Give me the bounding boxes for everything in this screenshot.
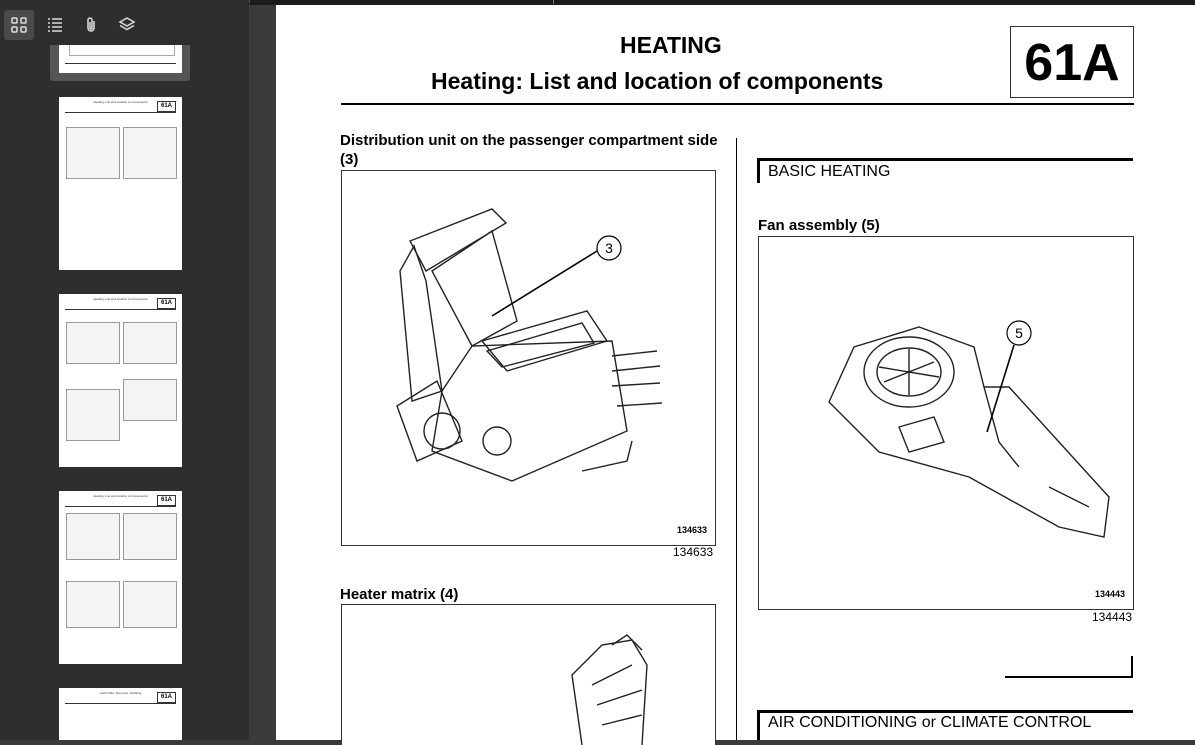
thumbnail-rule	[65, 112, 176, 113]
thumbnail-image	[66, 127, 120, 179]
callout-label-5: 5	[1015, 325, 1023, 341]
grid-icon	[11, 17, 27, 33]
thumbnail-title: Heating: List and location of components	[93, 100, 148, 104]
callout-label-3: 3	[605, 240, 613, 256]
thumbnail-image	[123, 322, 177, 364]
section-code-box: 61A	[1010, 26, 1134, 98]
thumbnail-image	[123, 127, 177, 179]
thumbnail-rule	[65, 309, 176, 310]
band-heading-air-conditioning: AIR CONDITIONING or CLIMATE CONTROL	[768, 714, 1092, 731]
thumbnails-button[interactable]	[4, 10, 34, 40]
fan-assembly-drawing: 5	[828, 320, 1110, 538]
callout-leader-line	[491, 250, 598, 317]
band-rule-top	[757, 710, 1133, 713]
thumbnail-page[interactable]: Heating: List and location of components…	[59, 491, 182, 664]
sidebar-toolbar	[0, 5, 249, 45]
layers-icon	[118, 17, 136, 31]
thumbnail-page[interactable]: Heating: List and location of components…	[59, 294, 182, 467]
thumbnail-image	[123, 513, 177, 560]
thumbnail-title: Cabin filter: Removal - Refitting	[99, 691, 142, 695]
band-rule-top	[757, 158, 1133, 161]
viewer-gutter	[249, 5, 276, 740]
thumbnail-code: 61A	[157, 101, 176, 112]
thumbnail-title: Heating: List and location of components	[93, 494, 148, 498]
thumbnail-image	[66, 322, 120, 364]
outline-button[interactable]	[40, 10, 70, 40]
thumbnail-rule	[65, 703, 176, 704]
thumbnail-image	[69, 45, 175, 56]
callout-leader-line	[986, 344, 1015, 433]
callout-circle	[1006, 320, 1032, 346]
paperclip-icon	[87, 17, 95, 32]
band-heading-basic-heating: BASIC HEATING	[768, 163, 891, 180]
section-heading-heater-matrix: Heater matrix (4)	[340, 586, 459, 603]
figure-inner-number: 134443	[1095, 589, 1126, 599]
figure-number: 134633	[673, 545, 714, 559]
band-rule-left	[757, 158, 760, 183]
list-icon	[48, 18, 62, 32]
column-divider	[736, 138, 737, 740]
thumbnail-rule	[65, 506, 176, 507]
callout-circle	[596, 235, 622, 261]
section-heading-fan-assembly: Fan assembly (5)	[758, 217, 880, 234]
page-subtitle: Heating: List and location of components	[431, 68, 884, 94]
thumbnail-title: Heating: List and location of components	[93, 297, 148, 301]
thumbnail-rule	[65, 63, 176, 64]
thumbnail-page[interactable]: Heating: List and location of components…	[59, 97, 182, 270]
layers-button[interactable]	[112, 10, 142, 40]
thumbnail-current[interactable]	[59, 45, 182, 73]
section-heading-distribution-unit: Distribution unit on the passenger compa…	[340, 132, 718, 168]
thumbnail-page[interactable]: Cabin filter: Removal - Refitting 61A	[59, 688, 182, 740]
figure-heater-matrix	[341, 604, 716, 745]
thumbnail-code: 61A	[157, 692, 176, 703]
header-rule	[341, 103, 1134, 105]
heater-matrix-drawing	[571, 634, 648, 745]
tab-divider	[553, 0, 554, 4]
band-rule-left	[757, 710, 760, 740]
attachments-button[interactable]	[76, 10, 106, 40]
thumbnail-image	[123, 379, 177, 421]
thumbnail-sidebar: Heating: List and location of components…	[0, 0, 249, 740]
thumbnail-image	[123, 581, 177, 628]
thumbnail-image	[66, 581, 120, 628]
figure-number: 134443	[1092, 610, 1133, 624]
thumbnail-code: 61A	[157, 298, 176, 309]
figure-fan-assembly: 5 134443	[758, 236, 1134, 610]
thumbnail-image	[66, 389, 120, 441]
thumbnail-image	[66, 513, 120, 560]
page-title: HEATING	[620, 32, 722, 58]
figure-distribution-unit: 3 134633	[341, 170, 716, 546]
thumbnail-code: 61A	[157, 495, 176, 506]
distribution-unit-drawing: 3	[396, 208, 663, 482]
end-bracket-bottom	[1005, 676, 1133, 678]
figure-inner-number: 134633	[677, 525, 708, 535]
end-bracket-right	[1131, 656, 1133, 678]
